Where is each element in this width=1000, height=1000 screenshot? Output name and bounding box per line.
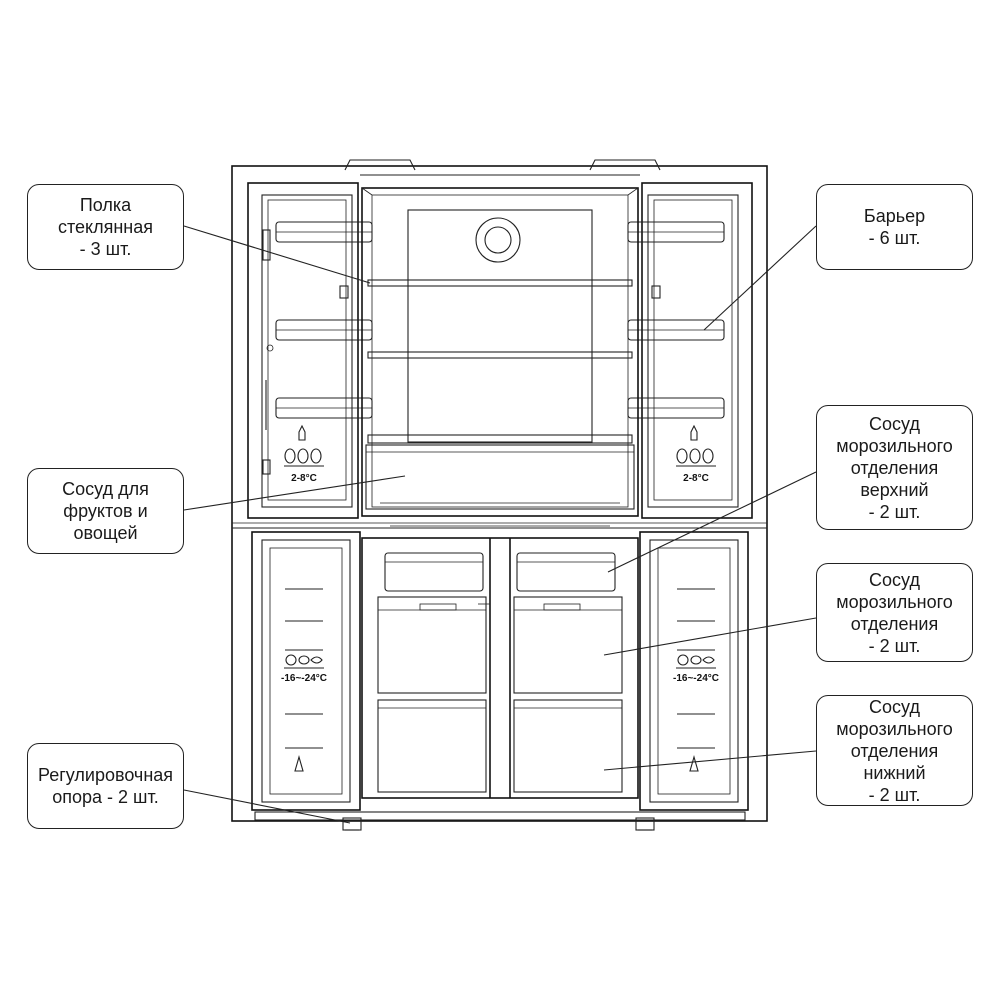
- meat-icon: [690, 655, 702, 665]
- glass-shelf: [367, 351, 633, 359]
- refrigerator-cabinet: [231, 159, 768, 822]
- leader-line-shelf: [183, 225, 371, 284]
- snowflake-icon: [689, 754, 699, 772]
- vegetables-icon: [284, 448, 296, 464]
- callout-line: - 6 шт.: [868, 228, 921, 248]
- callout-adjustable-foot: Регулировочная опора - 2 шт.: [27, 743, 184, 829]
- glass-shelf: [367, 279, 633, 287]
- leader-line-foot: [183, 789, 351, 824]
- callout-line: - 2 шт.: [868, 501, 921, 522]
- adjustable-feet: [254, 811, 746, 831]
- callout-line: стеклянная: [57, 217, 154, 237]
- callout-line: верхний: [860, 479, 929, 500]
- freezer-container: [377, 596, 487, 694]
- bottle-icon: [298, 424, 306, 441]
- callout-line: Сосуд: [869, 413, 920, 434]
- callout-line: отделения: [850, 613, 939, 634]
- meat-icon: [298, 655, 310, 665]
- leader-line-fruit: [183, 475, 406, 511]
- door-temp-label: -16~-24°C: [281, 654, 327, 684]
- freezer-compartment: [361, 537, 639, 799]
- callout-barrier: Барьер - 6 шт.: [816, 184, 973, 270]
- fridge-temp-label: 2-8°C: [291, 473, 317, 484]
- callout-line: фруктов и: [63, 501, 148, 521]
- freezer-lower-container: [377, 699, 487, 793]
- callout-freezer: Сосуд морозильного отделения - 2 шт.: [816, 563, 973, 662]
- fish-icon: [310, 656, 323, 664]
- callout-freezer-lower: Сосуд морозильного отделения нижний - 2 …: [816, 695, 973, 806]
- freezer-right-door: [639, 531, 749, 811]
- door-temp-label: -16~-24°C: [673, 654, 719, 684]
- door-temp-label: 2-8°C: [676, 424, 716, 484]
- callout-line: нижний: [863, 762, 926, 783]
- callout-line: Сосуд: [869, 696, 920, 717]
- snowflake-icon: [285, 654, 297, 666]
- fruit-vegetable-drawer: [365, 444, 635, 510]
- callout-line: отделения: [850, 457, 939, 478]
- callout-glass-shelf: Полка стеклянная - 3 шт.: [27, 184, 184, 270]
- fridge-right-door: [627, 182, 753, 519]
- leader-line-freezer-lower: [603, 750, 817, 771]
- callout-line: Сосуд: [869, 569, 920, 590]
- callout-line: опора - 2 шт.: [52, 787, 159, 807]
- fan-cover: [475, 217, 521, 263]
- freezer-temp-label: -16~-24°C: [281, 673, 327, 684]
- leader-line-barrier: [703, 225, 817, 331]
- snowflake-icon: [294, 754, 304, 772]
- callout-line: морозильного: [836, 718, 953, 739]
- callout-line: Регулировочная: [37, 765, 174, 785]
- freezer-container: [513, 596, 623, 694]
- callout-line: овощей: [73, 523, 138, 543]
- vegetables-icon: [310, 448, 322, 464]
- callout-line: Сосуд для: [62, 479, 149, 499]
- leader-line-freezer: [603, 617, 817, 656]
- vegetables-icon: [689, 448, 701, 464]
- freezer-lower-container: [513, 699, 623, 793]
- callout-line: отделения: [850, 740, 939, 761]
- vegetables-icon: [676, 448, 688, 464]
- door-temp-label: 2-8°C: [284, 424, 324, 484]
- vegetables-icon: [702, 448, 714, 464]
- freezer-left-door: [251, 531, 361, 811]
- vegetables-icon: [297, 448, 309, 464]
- freezer-temp-label: -16~-24°C: [673, 673, 719, 684]
- snowflake-icon: [677, 654, 689, 666]
- leader-lines: [183, 225, 817, 824]
- bottle-icon: [690, 424, 698, 441]
- callout-line: - 2 шт.: [868, 635, 921, 656]
- callout-fruit-drawer: Сосуд для фруктов и овощей: [27, 468, 184, 554]
- callout-freezer-upper: Сосуд морозильного отделения верхний - 2…: [816, 405, 973, 530]
- callout-line: Барьер: [863, 206, 926, 226]
- leader-line-freezer-upper: [607, 471, 817, 573]
- freezer-upper-container: [516, 552, 616, 592]
- freezer-upper-container: [384, 552, 484, 592]
- callout-line: морозильного: [836, 591, 953, 612]
- fish-icon: [702, 656, 715, 664]
- glass-shelf: [367, 434, 633, 444]
- callout-line: - 3 шт.: [79, 239, 132, 259]
- fridge-temp-label: 2-8°C: [683, 473, 709, 484]
- fridge-compartment: [361, 187, 639, 517]
- callout-line: морозильного: [836, 435, 953, 456]
- callout-line: Полка: [79, 195, 132, 215]
- callout-line: - 2 шт.: [868, 784, 921, 805]
- fridge-left-door: [247, 182, 373, 519]
